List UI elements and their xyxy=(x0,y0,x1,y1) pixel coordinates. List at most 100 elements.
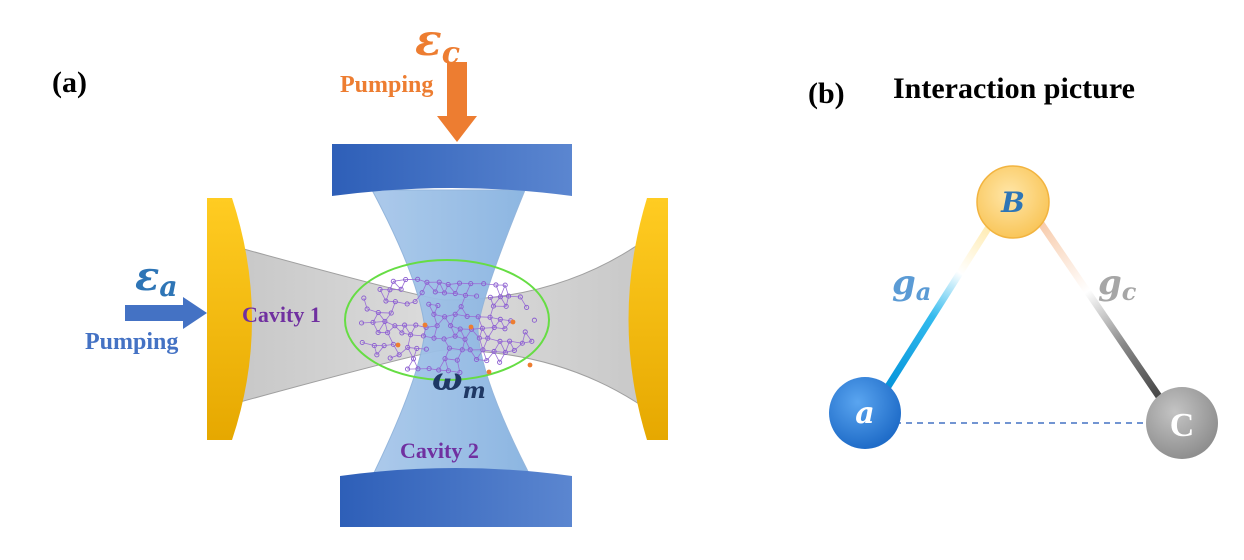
membrane-atom xyxy=(375,329,381,336)
membrane-atom xyxy=(485,335,491,341)
membrane-atom xyxy=(371,343,377,349)
membrane-atom xyxy=(435,302,441,309)
membrane-atom xyxy=(442,356,448,362)
node-c-label: C xyxy=(1170,407,1195,444)
arrow-right-icon xyxy=(125,297,207,329)
membrane-atom xyxy=(452,311,458,317)
membrane-atom xyxy=(474,293,480,299)
membrane-bond xyxy=(423,327,427,337)
membrane-bond xyxy=(387,325,396,333)
membrane-atom xyxy=(522,329,528,335)
node-a: a xyxy=(829,377,901,449)
membrane-atom xyxy=(448,323,454,329)
membrane-atom xyxy=(491,348,497,355)
membrane-atom xyxy=(503,303,509,309)
membrane-atom xyxy=(531,317,537,323)
membrane-atom xyxy=(497,316,503,322)
membrane-bond xyxy=(394,325,403,334)
membrane-atom xyxy=(493,282,499,288)
membrane-atom xyxy=(382,318,388,324)
membrane-atom xyxy=(370,319,376,325)
membrane-atom xyxy=(431,311,437,317)
membrane-atom xyxy=(529,338,535,344)
membrane-atom xyxy=(459,347,465,353)
membrane-bond xyxy=(407,301,416,305)
panel-a: (a) εc Pumping εa Pumping Cav xyxy=(52,15,668,527)
membrane-atom xyxy=(481,281,487,287)
membrane-bond xyxy=(384,343,394,347)
membrane-bond xyxy=(522,340,532,344)
membrane-atom xyxy=(446,345,452,351)
membrane-bond xyxy=(438,369,449,372)
coupling-line-a-B xyxy=(879,220,995,398)
mirror-bottom xyxy=(340,468,572,527)
membrane-defect xyxy=(527,362,533,368)
coupling-gc-label: gc xyxy=(1098,263,1137,306)
membrane-atom xyxy=(390,341,396,347)
membrane-atom xyxy=(502,349,508,355)
mirror-right xyxy=(628,198,668,440)
membrane-atom xyxy=(454,357,460,363)
node-c: C xyxy=(1146,387,1218,459)
panel-b-title: Interaction picture xyxy=(893,72,1135,105)
pump-top-label: Pumping xyxy=(340,72,433,98)
membrane-bond xyxy=(400,279,407,290)
membrane-atom xyxy=(441,336,447,342)
membrane-atom xyxy=(385,330,391,336)
membrane-atom xyxy=(524,304,530,310)
mirror-left xyxy=(207,198,252,440)
membrane-bond xyxy=(429,368,439,371)
membrane-atom xyxy=(458,304,464,310)
membrane-atom xyxy=(441,290,448,296)
membrane-atom xyxy=(398,286,404,292)
membrane-atom xyxy=(497,359,503,365)
membrane-atom xyxy=(426,301,432,307)
membrane-atom xyxy=(399,330,405,336)
membrane-defect xyxy=(395,342,401,348)
membrane-atom xyxy=(452,291,458,297)
membrane-atom xyxy=(375,310,381,316)
pump-left-symbol: εa xyxy=(135,253,177,303)
panel-b-label: (b) xyxy=(808,77,845,110)
membrane-atom xyxy=(445,368,451,374)
membrane-bond xyxy=(407,347,417,349)
membrane-atom xyxy=(502,282,508,288)
membrane-bond xyxy=(417,278,428,283)
membrane-atom xyxy=(462,336,468,342)
membrane-atom xyxy=(419,290,425,296)
membrane-atom xyxy=(487,294,493,300)
membrane-atom xyxy=(383,298,389,304)
membrane-bond xyxy=(416,348,427,350)
membrane-bond xyxy=(435,291,445,294)
membrane-atom xyxy=(396,352,402,358)
membrane-atom xyxy=(390,278,396,284)
membrane-atom xyxy=(476,335,482,341)
coupling-ga-label: ga xyxy=(892,263,931,306)
membrane-atom xyxy=(403,276,409,283)
membrane-bond xyxy=(500,295,509,298)
membrane-atom xyxy=(511,347,517,353)
membrane-bond xyxy=(504,320,512,330)
membrane-atom xyxy=(487,314,493,320)
membrane-defect xyxy=(468,324,474,330)
membrane-atom xyxy=(387,287,393,293)
membrane-atom xyxy=(497,338,503,344)
membrane-atom xyxy=(462,292,468,298)
membrane-atom xyxy=(506,293,512,299)
membrane-atom xyxy=(404,301,410,307)
membrane-atom xyxy=(405,344,411,350)
membrane-atom xyxy=(388,310,394,316)
membrane-bond xyxy=(401,324,405,334)
membrane-atom xyxy=(377,286,383,293)
cavity2-label: Cavity 2 xyxy=(400,438,479,463)
membrane-atom xyxy=(392,323,398,329)
membrane-atom xyxy=(436,279,442,285)
membrane-atom xyxy=(402,322,408,328)
membrane-atom xyxy=(361,295,367,301)
membrane-atom xyxy=(423,346,429,352)
membrane-atom xyxy=(405,366,411,372)
membrane-bond xyxy=(489,297,494,307)
panel-a-label: (a) xyxy=(52,66,87,99)
membrane-bond xyxy=(490,296,501,298)
